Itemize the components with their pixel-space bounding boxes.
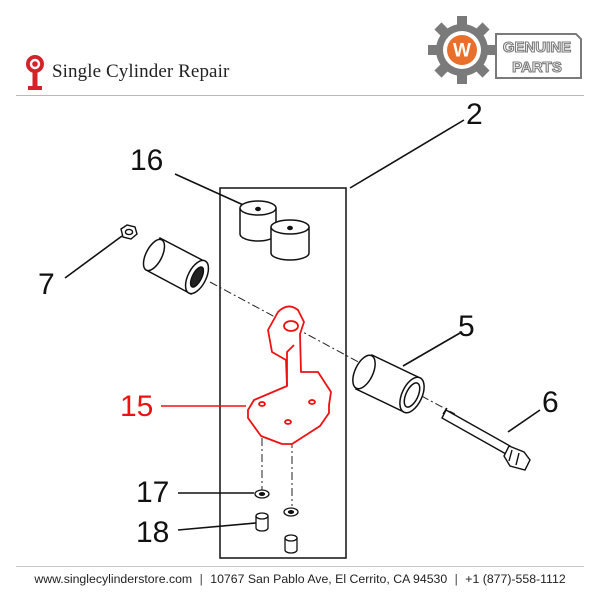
badge-line-genuine: GENUINE <box>503 39 571 56</box>
brand[interactable]: Single Cylinder Repair <box>22 52 229 92</box>
part-18-screws <box>255 512 298 554</box>
part-17-washers <box>254 489 299 517</box>
assembly-frame <box>219 187 347 559</box>
footer-address: 10767 San Pablo Ave, El Cerrito, CA 9453… <box>210 572 448 586</box>
part-16-mount-back <box>239 200 277 242</box>
callout-2: 2 <box>466 98 483 131</box>
callout-7: 7 <box>38 268 55 301</box>
footer-website-link[interactable]: www.singlecylinderstore.com <box>34 572 193 586</box>
footer-phone-link[interactable]: +1 (877)-558-1112 <box>465 572 566 586</box>
footer-divider <box>16 566 584 567</box>
parts-diagram <box>64 119 541 559</box>
footer-separator: | <box>454 572 458 586</box>
badge-line-parts: PARTS <box>512 59 562 76</box>
part-16-mount-front <box>270 219 310 261</box>
callout-15: 15 <box>120 390 154 423</box>
part-7-nut <box>120 224 138 240</box>
callout-5: 5 <box>458 310 475 343</box>
part-5-bushing <box>352 353 425 414</box>
callout-6: 6 <box>542 386 559 419</box>
page-header: Single Cylinder Repair W GENUINE PARTS <box>0 0 600 100</box>
header-divider <box>16 95 584 96</box>
callout-17: 17 <box>136 476 170 509</box>
brand-name: Single Cylinder Repair <box>52 61 230 82</box>
part-7-sleeve <box>142 236 210 296</box>
genuine-parts-badge: W GENUINE PARTS <box>428 16 582 84</box>
part-6-bolt <box>441 407 531 471</box>
badge-letter: W <box>453 41 471 62</box>
callout-18: 18 <box>136 516 170 549</box>
footer-separator: | <box>199 572 203 586</box>
scr-logo-icon <box>26 55 44 90</box>
part-15-bracket <box>247 305 332 445</box>
callout-16: 16 <box>130 144 164 177</box>
gear-icon: W <box>428 16 496 84</box>
page-footer: www.singlecylinderstore.com | 10767 San … <box>0 572 600 586</box>
leader-lines <box>64 119 541 531</box>
